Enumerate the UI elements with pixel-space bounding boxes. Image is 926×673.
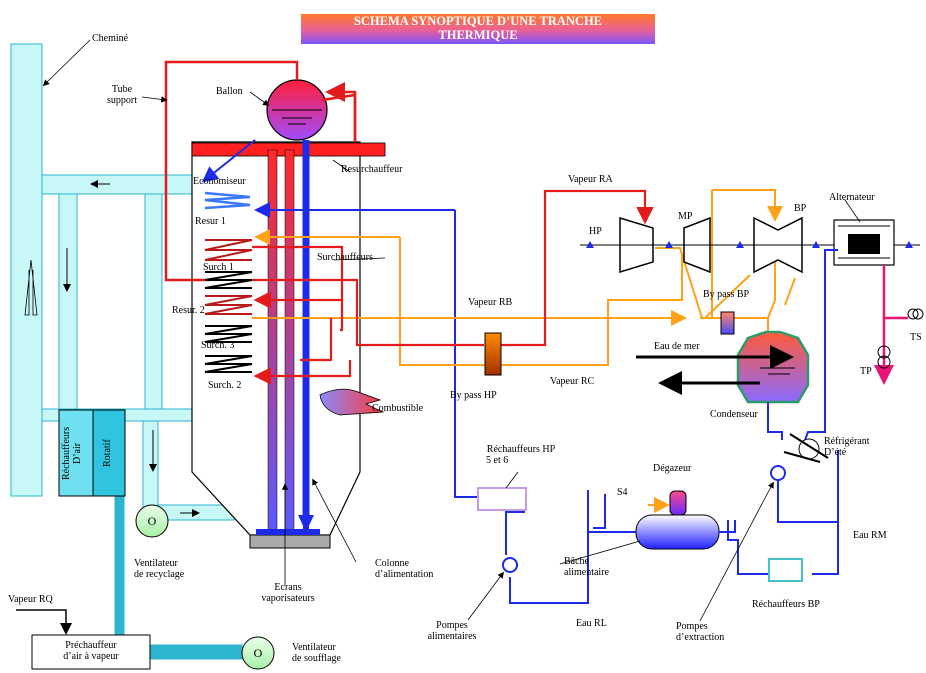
label-prechauffeur: Préchauffeur d’air à vapeur	[32, 640, 150, 662]
label-tube-support-line2: support	[107, 95, 137, 106]
label-chemine: Cheminé	[92, 33, 129, 44]
label-alternateur: Alternateur	[829, 192, 875, 203]
label-pompes-extr-line1: Pompes	[676, 621, 708, 632]
label-rechauffeurs-bp: Réchauffeurs BP	[752, 599, 820, 610]
label-pompes-alim-line2: alimentaires	[427, 631, 477, 642]
label-vapeur-rq: Vapeur RQ	[8, 594, 53, 605]
label-by-pass-hp: By pass HP	[450, 390, 497, 401]
label-surch2: Surch. 2	[208, 380, 242, 391]
label-economiseur: Economiseur	[193, 176, 246, 187]
label-surchauffeurs: Surchauffeurs	[317, 252, 373, 263]
label-vapeur-ra: Vapeur RA	[568, 174, 613, 185]
label-rechauffeurs-hp: Réchauffeurs HP 5 et 6	[478, 444, 564, 466]
label-tp: TP	[860, 366, 872, 377]
label-vent-recyc-line1: Ventilateur	[134, 558, 178, 569]
label-rechauffeurs-hp-line1: Réchauffeurs HP	[486, 444, 556, 455]
label-ecrans-line2: vaporisateurs	[261, 593, 315, 604]
label-eau-de-mer: Eau de mer	[654, 341, 700, 352]
pompe-alimentaire	[502, 557, 518, 573]
label-prechauffeur-line1: Préchauffeur	[65, 640, 117, 651]
label-pompes-extr-line2: d’extraction	[676, 632, 725, 643]
label-pompes-alimentaires: Pompes alimentaires	[418, 620, 486, 642]
degazeur	[669, 490, 687, 516]
label-resurchauffeur: Resurchauffeur	[341, 164, 403, 175]
label-vapeur-rc: Vapeur RC	[550, 376, 595, 387]
label-tube-support-line1: Tube	[111, 84, 133, 95]
label-condenseur: Condenseur	[710, 409, 758, 420]
title-line2: THERMIQUE	[438, 28, 518, 42]
label-ts: TS	[910, 332, 922, 343]
prechauffeur-box	[31, 634, 151, 670]
label-refrigerant: Réfrigérant D’été	[824, 436, 870, 458]
label-colonne: Colonne d’alimentation	[375, 558, 433, 580]
label-eau-rm: Eau RM	[853, 530, 887, 541]
label-s4: S4	[617, 487, 628, 498]
label-rechauffeurs-hp-line2: 5 et 6	[486, 455, 509, 466]
label-bp: BP	[794, 203, 807, 214]
label-pompes-extraction: Pompes d’extraction	[676, 621, 724, 643]
combustible-burner	[319, 388, 385, 416]
label-ecrans: Ecrans vaporisateurs	[252, 582, 324, 604]
fan-soufflage-symbol: O	[253, 646, 263, 660]
label-resur2: Resur. 2	[172, 305, 205, 316]
label-vent-souf-line1: Ventilateur	[292, 642, 336, 653]
label-surch3: Surch. 3	[201, 340, 235, 351]
label-refrigerant-line2: D’été	[824, 447, 847, 458]
label-rechauffeurs-air-line1: Réchauffeurs	[61, 426, 72, 480]
by-pass-bp-valve	[720, 311, 735, 335]
label-prechauffeur-line2: d’air à vapeur	[63, 651, 119, 662]
label-ecrans-line1: Ecrans	[274, 582, 302, 593]
label-ventilateur-recyclage: Ventilateur de recyclage	[134, 558, 184, 580]
title-line1: SCHEMA SYNOPTIQUE D’UNE TRANCHE	[353, 14, 603, 28]
bache-alimentaire	[635, 514, 720, 550]
label-surch1: Surch 1	[203, 262, 234, 273]
label-by-pass-bp: By pass BP	[703, 289, 750, 300]
fan-recyclage-symbol: O	[147, 514, 157, 528]
pompe-extraction	[770, 465, 786, 481]
label-pompes-alim-line1: Pompes	[436, 620, 468, 631]
ventilateur-recyclage	[135, 504, 169, 538]
label-degazeur: Dégazeur	[653, 463, 692, 474]
label-bache-line2: alimentaire	[564, 567, 609, 578]
label-rechauffeurs-air-line2: D’air	[72, 442, 83, 464]
label-vent-souf-line2: de soufflage	[292, 653, 341, 664]
rechauffeurs-hp	[477, 487, 527, 511]
label-colonne-line1: Colonne	[375, 558, 409, 569]
label-rechauffeurs-air: Réchauffeurs D’air	[61, 416, 91, 490]
ventilateur-soufflage	[241, 636, 275, 670]
label-vapeur-rb: Vapeur RB	[468, 297, 513, 308]
label-rotatif: Rotatif	[102, 439, 113, 467]
label-combustible: Combustible	[372, 403, 424, 414]
label-resur1: Resur 1	[195, 216, 226, 227]
label-bache: Bâche alimentaire	[564, 556, 609, 578]
label-tube-support: Tube support	[102, 84, 142, 106]
rotatif-box	[92, 409, 126, 497]
by-pass-hp-valve	[484, 332, 502, 376]
label-refrigerant-line1: Réfrigérant	[824, 436, 870, 447]
label-eau-rl: Eau RL	[576, 618, 607, 629]
rechauffeurs-bp	[768, 558, 803, 582]
rechauffeurs-air-box	[58, 409, 94, 497]
label-bache-line1: Bâche	[564, 556, 589, 567]
label-ballon: Ballon	[216, 86, 243, 97]
diagram-title: SCHEMA SYNOPTIQUE D’UNE TRANCHE THERMIQU…	[301, 14, 655, 44]
label-colonne-line2: d’alimentation	[375, 569, 434, 580]
label-vent-recyc-line2: de recyclage	[134, 569, 185, 580]
condenseur	[736, 330, 810, 404]
label-mp: MP	[678, 211, 693, 222]
label-hp: HP	[589, 226, 602, 237]
label-ventilateur-soufflage: Ventilateur de soufflage	[292, 642, 341, 664]
